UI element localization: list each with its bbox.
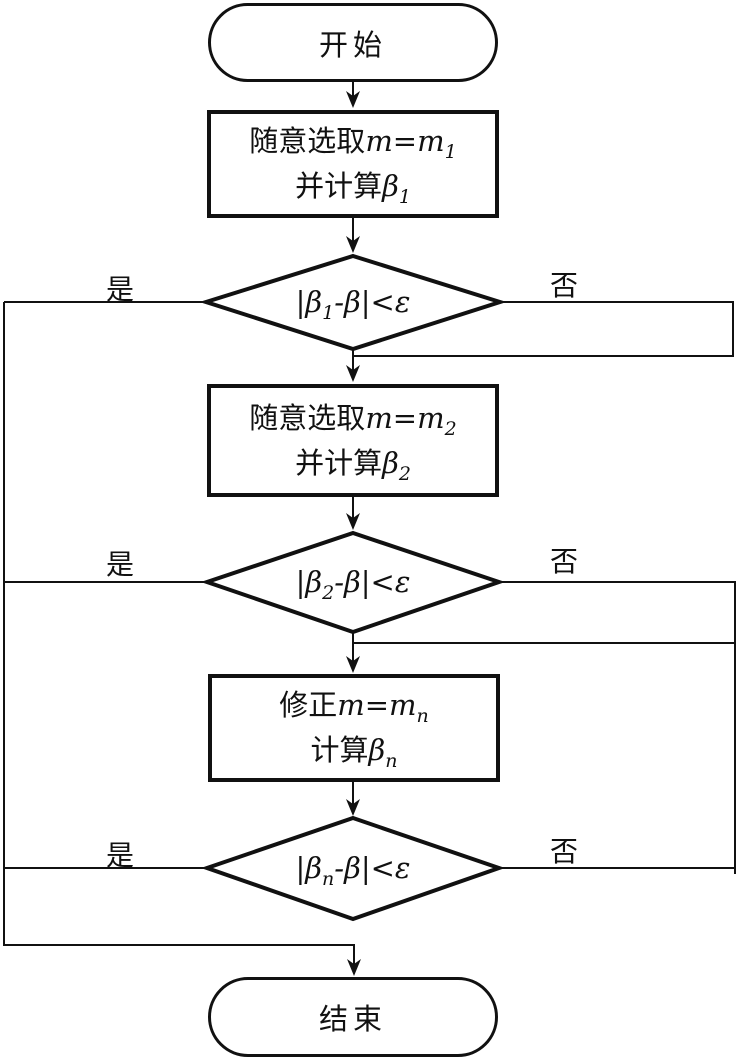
end-label: 结束 [318,1004,387,1036]
decision3-cond-sub: n [322,867,335,890]
process2-line2-text: 并计算 [295,447,383,480]
process3-line1-sub: n [416,704,429,727]
arrowhead-into-box3 [346,656,360,673]
process3-line2-math: β [368,733,386,767]
process3-line2-text: 计算 [310,735,369,767]
decision2-diamond [200,530,506,635]
arrowhead-into-decision2 [346,513,360,530]
process-box-1: 随意选取m=m1 并计算β1 [207,110,499,218]
arrowhead-into-decision3 [346,799,360,816]
process3-line2-sub: n [385,749,398,772]
arrowhead-into-box2 [346,365,360,382]
process3-line1-text: 修正 [279,690,338,722]
process1-line1-math: m=m [365,124,445,158]
decision3-cond-pre: |β [295,851,323,885]
arrowhead-into-end [347,959,361,976]
process3-line2: 计算βn [310,728,397,773]
process1-line1-text: 随意选取 [249,126,366,158]
decision1-condition: |β1-β|<ε [253,285,453,322]
arrowhead-into-decision1 [346,236,360,253]
decision1-diamond [199,253,507,352]
no-loop-decision1-to-box2 [354,301,734,357]
process1-line2-text: 并计算 [295,171,383,203]
process1-line1: 随意选取m=m1 [249,119,456,164]
process1-line1-sub: 1 [444,140,457,163]
decision2-cond-sub: 2 [322,581,335,604]
process2-line1: 随意选取m=m2 [249,396,456,441]
decision2-cond-post: -β|<ε [334,565,411,599]
end-terminal: 结束 [208,977,498,1057]
yes-rail-to-end [3,302,355,970]
decision3-yes-label: 是 [105,841,134,872]
decision1-cond-sub: 1 [322,301,335,324]
start-terminal: 开始 [208,3,498,82]
decision1-no-label: 否 [549,271,578,302]
process-box-2: 随意选取m=m2 并计算β2 [207,384,499,497]
process2-line1-sub: 2 [444,417,457,440]
process2-line2: 并计算β2 [295,441,411,486]
process2-line1-math: m=m [365,400,445,435]
process2-line2-sub: 2 [398,462,411,485]
process1-line2-sub: 1 [398,185,411,208]
decision2-no-label: 否 [549,547,578,578]
process2-line1-text: 随意选取 [249,402,366,435]
process2-line2-math: β [382,445,399,480]
decision2-cond-pre: |β [295,565,323,599]
decision1-cond-post: -β|<ε [334,285,411,319]
process3-line1: 修正m=mn [279,683,429,728]
arrowhead-into-box1 [346,91,360,108]
process1-line2: 并计算β1 [295,164,411,209]
decision1-cond-pre: |β [295,285,323,319]
no-rail-right [499,581,736,874]
process3-line1-math: m=m [337,688,417,722]
process1-line2-math: β [382,169,399,203]
start-label: 开始 [318,29,387,62]
decision3-diamond [200,815,506,922]
decision3-condition: |βn-β|<ε [253,851,453,888]
decision3-no-label: 否 [549,837,578,868]
process-box-3: 修正m=mn 计算βn [208,674,500,782]
decision3-cond-post: -β|<ε [334,851,411,885]
decision1-yes-label: 是 [105,275,134,306]
decision2-condition: |β2-β|<ε [253,565,453,602]
decision2-yes-label: 是 [105,550,134,581]
